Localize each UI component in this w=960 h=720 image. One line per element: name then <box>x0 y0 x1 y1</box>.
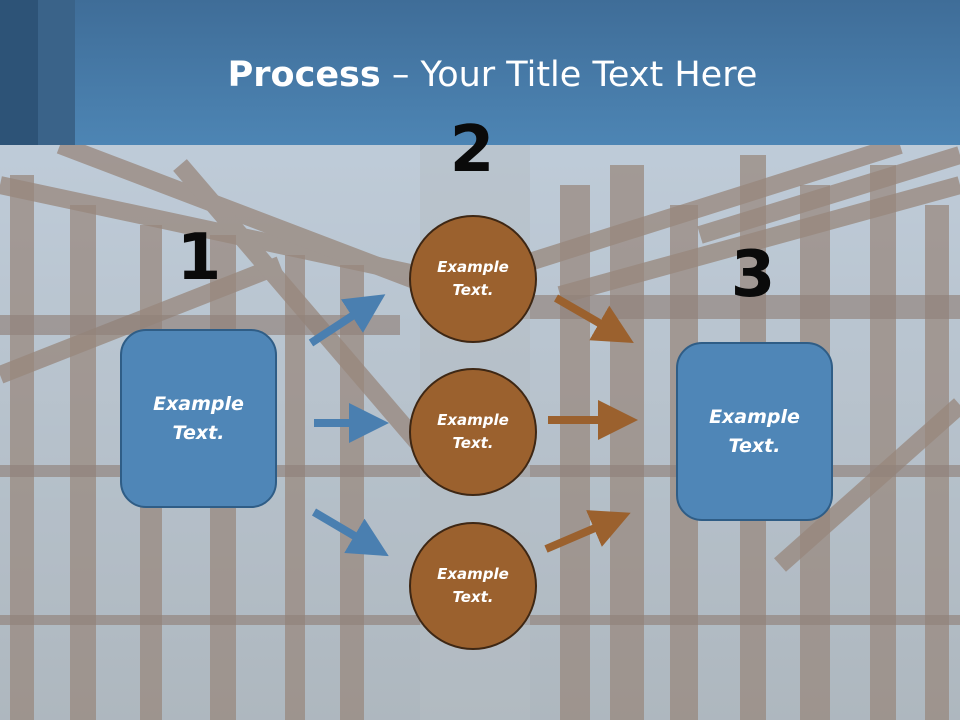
circle-middle[interactable]: Example Text. <box>409 368 537 496</box>
circle-top[interactable]: Example Text. <box>409 215 537 343</box>
slide-title-bold: Process <box>227 55 381 95</box>
arrow-top-to-right <box>553 294 634 344</box>
circle-bottom-text: Example Text. <box>437 565 509 606</box>
header-accent-dark <box>0 0 38 145</box>
step-1-number: 1 <box>176 221 222 295</box>
right-step-box[interactable]: Example Text. <box>676 342 833 521</box>
title-bar <box>0 0 960 145</box>
arrow-bottom-to-right <box>544 510 631 553</box>
circle-top-text: Example Text. <box>437 258 509 299</box>
step-3-number: 3 <box>730 238 776 312</box>
right-step-box-text: Example Text. <box>709 405 800 457</box>
slide-title: Process – Your Title Text Here <box>0 52 960 98</box>
circle-middle-text: Example Text. <box>437 411 509 452</box>
left-step-box[interactable]: Example Text. <box>120 329 277 508</box>
slide-title-rest: – Your Title Text Here <box>380 55 758 95</box>
arrow-left-to-top <box>308 294 386 347</box>
circle-bottom[interactable]: Example Text. <box>409 522 537 650</box>
step-2-number: 2 <box>449 113 495 187</box>
header-accent-mid <box>38 0 75 145</box>
arrow-left-to-bottom <box>311 508 389 557</box>
left-step-box-text: Example Text. <box>153 392 244 444</box>
